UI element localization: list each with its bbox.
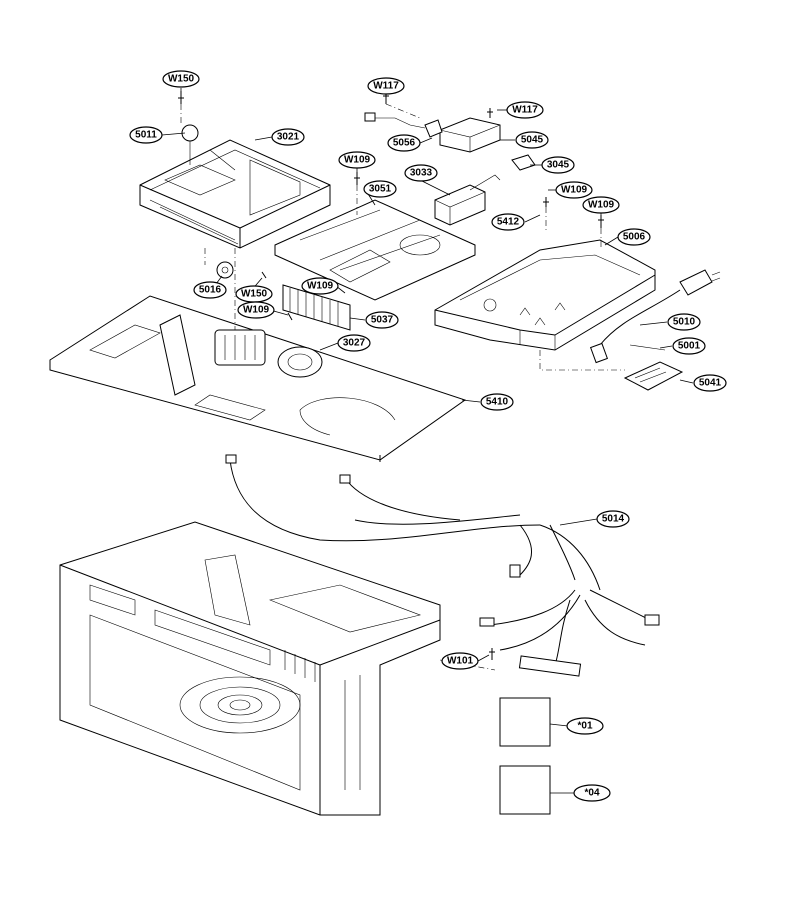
bracket-3033 (434, 174, 501, 226)
part-label-5041[interactable]: 5041 (693, 374, 727, 392)
part-label-3027[interactable]: 3027 (337, 334, 371, 352)
part-label-w109-filter[interactable]: W109 (301, 277, 339, 295)
svg-text:3051: 3051 (369, 184, 392, 195)
oven-cavity-chassis (59, 521, 441, 816)
part-label-5410[interactable]: 5410 (480, 393, 514, 411)
part-label-3045[interactable]: 3045 (541, 156, 575, 174)
cover-5006 (434, 239, 656, 351)
svg-text:5014: 5014 (602, 514, 625, 525)
part-label-5016[interactable]: 5016 (193, 281, 227, 299)
part-label-w117-right[interactable]: W117 (506, 101, 544, 119)
part-label-5014[interactable]: 5014 (596, 510, 630, 528)
svg-text:5045: 5045 (521, 135, 544, 146)
svg-text:5041: 5041 (699, 378, 722, 389)
svg-text:W150: W150 (241, 289, 268, 300)
pcb-5041 (623, 344, 684, 391)
svg-text:3033: 3033 (410, 168, 433, 179)
part-label-04[interactable]: *04 (573, 784, 611, 802)
svg-text:5056: 5056 (393, 138, 416, 149)
part-label-w150-mid[interactable]: W150 (235, 285, 273, 303)
manual-box-01 (499, 697, 551, 747)
screw-icon (178, 91, 604, 660)
svg-text:5006: 5006 (623, 232, 646, 243)
svg-text:5011: 5011 (135, 130, 157, 141)
svg-text:W117: W117 (512, 105, 538, 116)
svg-text:W109: W109 (344, 155, 371, 166)
svg-text:5037: 5037 (371, 315, 394, 326)
part-label-w109-right[interactable]: W109 (582, 196, 620, 214)
part-label-w109-mid[interactable]: W109 (555, 181, 593, 199)
manual-box-04 (499, 765, 551, 815)
svg-text:3045: 3045 (547, 160, 570, 171)
svg-text:W101: W101 (447, 656, 474, 667)
part-label-3033[interactable]: 3033 (404, 164, 438, 182)
part-label-5006[interactable]: 5006 (617, 228, 651, 246)
svg-text:5410: 5410 (486, 397, 509, 408)
power-cord-5010 (589, 269, 721, 364)
svg-text:*01: *01 (577, 721, 592, 732)
part-label-5010[interactable]: 5010 (667, 313, 701, 331)
svg-text:3021: 3021 (277, 132, 300, 143)
part-label-5001[interactable]: 5001 (672, 337, 706, 355)
part-label-5045[interactable]: 5045 (515, 131, 549, 149)
svg-text:5412: 5412 (497, 217, 520, 228)
svg-text:3027: 3027 (343, 338, 366, 349)
part-label-3051[interactable]: 3051 (363, 180, 397, 198)
part-label-w150[interactable]: W150 (162, 70, 200, 88)
svg-text:5010: 5010 (673, 317, 696, 328)
svg-text:W109: W109 (588, 200, 615, 211)
part-label-w101[interactable]: W101 (441, 652, 479, 670)
part-label-3021[interactable]: 3021 (271, 128, 305, 146)
base-plate-5410 (49, 295, 467, 462)
part-label-w109-fan[interactable]: W109 (237, 301, 275, 319)
part-label-5011[interactable]: 5011 (129, 126, 163, 144)
shield-plate-3051 (274, 199, 476, 301)
filter-5037 (282, 284, 351, 331)
svg-text:*04: *04 (584, 788, 599, 799)
svg-text:W150: W150 (168, 74, 195, 85)
svg-text:W117: W117 (373, 81, 399, 92)
svg-text:5016: 5016 (199, 285, 222, 296)
svg-text:5001: 5001 (678, 341, 701, 352)
part-label-5412[interactable]: 5412 (491, 213, 525, 231)
svg-text:W109: W109 (307, 281, 334, 292)
wire-harness-5014 (225, 454, 660, 677)
part-label-w117-left[interactable]: W117 (367, 77, 405, 95)
fan-motor-3027 (159, 314, 323, 396)
part-label-01[interactable]: *01 (566, 717, 604, 735)
part-label-w109-top[interactable]: W109 (338, 151, 376, 169)
svg-text:W109: W109 (561, 185, 588, 196)
svg-text:W109: W109 (243, 305, 270, 316)
fuse-assembly (364, 112, 536, 171)
motor-5016 (216, 261, 234, 279)
control-housing-3021 (139, 124, 331, 249)
part-label-5056[interactable]: 5056 (387, 134, 421, 152)
part-label-5037[interactable]: 5037 (365, 311, 399, 329)
